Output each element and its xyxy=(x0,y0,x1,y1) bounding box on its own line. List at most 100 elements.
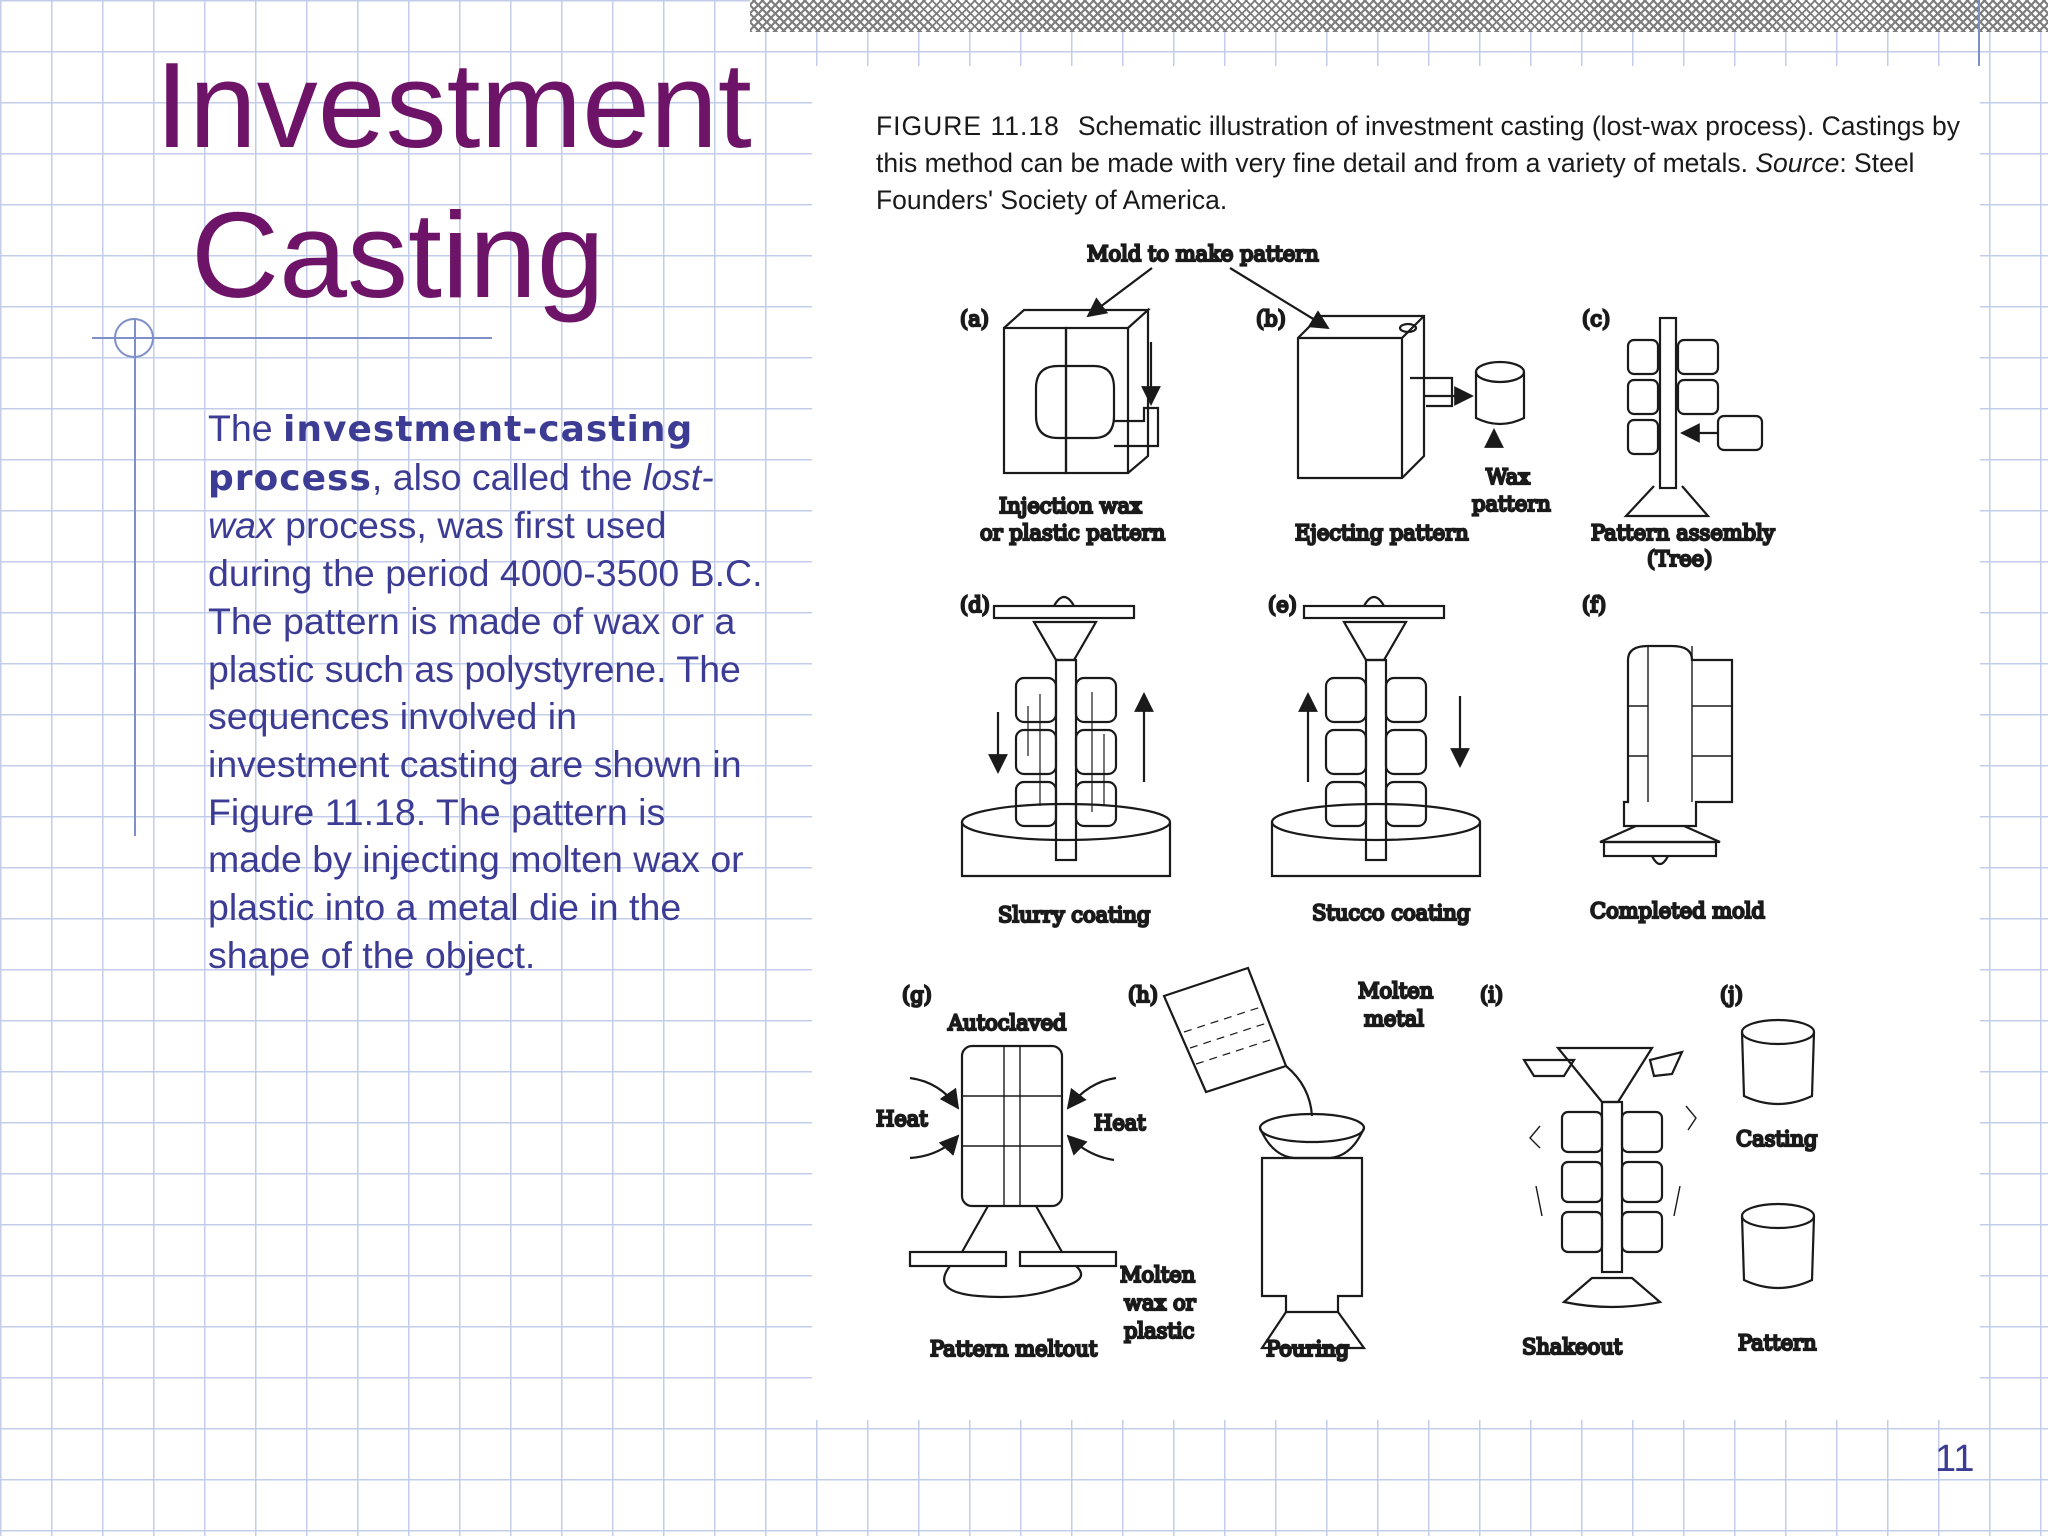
molten-metal-label-1: Molten xyxy=(1358,979,1433,1003)
die-block-edges xyxy=(1298,315,1425,478)
tree-part-1 xyxy=(1626,338,1660,376)
tree-part-2 xyxy=(1626,378,1660,416)
mold-seams xyxy=(1628,646,1732,802)
cast-part-5 xyxy=(1620,1160,1664,1204)
slurry-bath-top xyxy=(960,802,1172,842)
tree-part-5 xyxy=(1676,378,1720,416)
panel-e: (e) Stucco coating xyxy=(1267,592,1482,926)
panel-c-letter: (c) xyxy=(1582,307,1610,331)
tree-funnel-e xyxy=(1342,620,1408,662)
body-term-bold: investment-casting process xyxy=(208,409,694,499)
panel-e-label-1: Stucco coating xyxy=(1312,901,1470,925)
heat-arrow-3 xyxy=(1066,1076,1117,1110)
callout-arrow-a xyxy=(1086,267,1153,318)
molten-label-2: wax or xyxy=(1124,1291,1197,1315)
figure-number: FIGURE 11.18 xyxy=(876,111,1060,141)
die-pin xyxy=(1398,322,1418,334)
mold-base-bar xyxy=(1602,840,1718,858)
body-text-3: process, was first used during the perio… xyxy=(208,504,763,976)
cast-part-2 xyxy=(1560,1160,1604,1204)
panel-a: (a) Injection wax or plastic pattern xyxy=(959,306,1166,546)
cast-part-3 xyxy=(1560,1210,1604,1254)
hatched-header-band xyxy=(750,0,2048,32)
coated-part-4 xyxy=(1074,676,1118,724)
stucco-part-1 xyxy=(1324,676,1368,724)
body-paragraph: The investment-casting process, also cal… xyxy=(208,405,768,979)
shakeout-base xyxy=(1561,1276,1663,1309)
autoclave-mold xyxy=(960,1044,1064,1208)
panel-a-label-2: or plastic pattern xyxy=(980,521,1165,545)
casting-funnel xyxy=(1555,1046,1654,1104)
sprue-channel xyxy=(1114,406,1160,448)
stucco-part-2 xyxy=(1324,728,1368,776)
panel-g-label-1: Pattern meltout xyxy=(930,1337,1098,1361)
hanger-loop-e xyxy=(1363,595,1385,607)
margin-vertical-rule xyxy=(134,318,136,836)
die-top-face xyxy=(1003,307,1151,474)
title-line-2: Casting xyxy=(191,187,605,323)
tree-part-new xyxy=(1716,414,1764,452)
completed-mold-shell xyxy=(1622,644,1734,828)
panel-g-letter: (g) xyxy=(902,983,932,1007)
panel-f-letter: (f) xyxy=(1582,593,1606,617)
autoclaved-label: Autoclaved xyxy=(947,1011,1067,1035)
autoclave-mold-seams xyxy=(962,1046,1062,1206)
body-text-2: , also called the xyxy=(371,455,643,498)
ladle-metal-level xyxy=(1183,1005,1277,1065)
falling-shell-bits xyxy=(1529,1105,1697,1217)
tree-center xyxy=(1054,658,1078,862)
pour-cup-rim xyxy=(1258,1112,1366,1144)
coated-part-5 xyxy=(1074,728,1118,776)
casting-label: Casting xyxy=(1736,1127,1818,1151)
panel-j-letter: (j) xyxy=(1720,983,1743,1007)
molten-wax-puddle xyxy=(943,1265,1083,1299)
heat-left-label: Heat xyxy=(876,1107,928,1131)
die-half-right xyxy=(1064,326,1130,475)
panel-e-letter: (e) xyxy=(1268,593,1297,617)
panel-c-label-1: Pattern assembly xyxy=(1591,521,1775,545)
body-term-italic: lost-wax xyxy=(208,455,714,547)
casting-sprue xyxy=(1600,1100,1624,1274)
hanger-bar-e xyxy=(1302,604,1446,620)
meltout-base-left xyxy=(908,1250,1008,1268)
panel-g: (g) Autoclaved Heat Heat Molten wax or p… xyxy=(875,982,1198,1362)
panel-b: (b) Wax pattern Ejecting pattern xyxy=(1255,306,1552,546)
wax-pattern-rim xyxy=(1474,360,1526,384)
heat-arrow-1 xyxy=(909,1076,960,1110)
cast-part-6 xyxy=(1620,1210,1664,1254)
title-underline-rule xyxy=(92,337,492,339)
panel-a-letter: (a) xyxy=(960,307,989,331)
ejection-guide xyxy=(1410,376,1454,408)
panel-h-letter: (h) xyxy=(1128,983,1158,1007)
caption-text-1: Schematic illustration of investment cas… xyxy=(876,111,1961,178)
body-text-1: The xyxy=(208,407,284,449)
crosshair-ornament xyxy=(114,318,154,358)
die-block-front xyxy=(1296,314,1426,480)
tree-part-3 xyxy=(1626,418,1660,456)
ladle xyxy=(1162,966,1288,1094)
slurry-bath xyxy=(960,822,1172,878)
panel-i-label-1: Shakeout xyxy=(1522,1335,1623,1359)
panel-d: (d) Slurry coating xyxy=(959,592,1172,928)
panel-d-label-1: Slurry coating xyxy=(998,903,1150,927)
panel-c-label-2: (Tree) xyxy=(1647,547,1712,571)
coated-part-2 xyxy=(1014,728,1058,776)
panel-h: (h) Molten metal Pouring xyxy=(1127,966,1434,1362)
slide-title: Investment Casting xyxy=(155,30,752,330)
cast-part-1 xyxy=(1560,1110,1604,1154)
header-band-edge xyxy=(1978,0,1980,66)
process-diagram: Mold to make pattern (a) Injection wax o… xyxy=(875,241,1819,1362)
tree-sprue xyxy=(1658,316,1678,490)
callout-mold-to-make-pattern: Mold to make pattern xyxy=(1087,242,1319,266)
molten-label-3: plastic xyxy=(1124,1319,1194,1343)
pour-mold xyxy=(1260,1156,1364,1314)
hanger-loop xyxy=(1053,595,1075,607)
tree-center-e xyxy=(1364,658,1388,862)
heat-arrow-4 xyxy=(1066,1134,1115,1162)
tree-part-4 xyxy=(1676,338,1720,376)
tree-funnel xyxy=(1032,620,1098,662)
heat-right-label: Heat xyxy=(1094,1111,1146,1135)
stucco-part-4 xyxy=(1384,676,1428,724)
